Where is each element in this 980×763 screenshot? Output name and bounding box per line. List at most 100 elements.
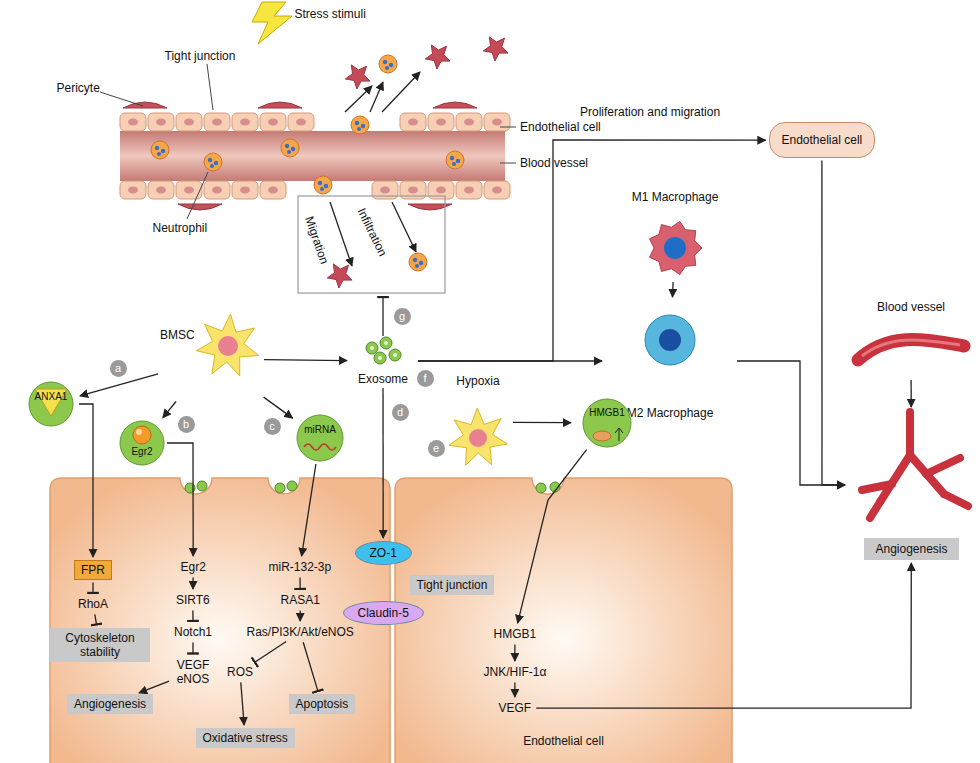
drawing-circle <box>151 141 169 159</box>
endothelial-cell: Endothelial cell <box>769 122 876 158</box>
node-text: Egr2 <box>181 560 206 574</box>
inhibition-connector <box>95 614 97 624</box>
node-text: JNK/HIF-1α <box>484 665 547 679</box>
annotation-label: Stress stimuli <box>295 7 366 21</box>
arrow-connector <box>79 404 93 557</box>
drawing-path <box>483 37 508 61</box>
node-text: HMGB1 <box>574 407 640 419</box>
node-text: Claudin-5 <box>358 606 409 620</box>
drawing-circle <box>208 158 212 162</box>
arrow-connector <box>418 140 766 361</box>
drawing-line <box>500 163 516 164</box>
edge-label: Proliferation and migration <box>578 105 722 119</box>
drawing-ellipse <box>268 119 278 126</box>
drawing-circle <box>29 382 73 426</box>
drawing-path <box>449 408 508 465</box>
drawing-path <box>926 458 960 474</box>
pathway-text: HMGB1 <box>491 626 540 642</box>
drawing-circle <box>450 156 454 160</box>
illustration <box>574 398 640 448</box>
arrow-connector <box>910 380 911 407</box>
pathway-text: RhoA <box>75 596 111 612</box>
arrow-connector <box>737 361 845 485</box>
outcome-box: Tight junction <box>410 575 495 595</box>
drawing-path <box>123 102 167 108</box>
drawing-ellipse <box>268 187 278 194</box>
drawing-ellipse <box>240 119 250 126</box>
node-text: ZO-1 <box>370 546 397 560</box>
callout-letter: a <box>110 360 127 377</box>
drawing-line <box>392 202 416 252</box>
drawing-rect <box>260 113 286 131</box>
arrow-connector <box>139 681 169 693</box>
drawing-circle <box>133 426 151 444</box>
drawing-path <box>944 494 968 506</box>
arrow-connector <box>514 682 515 697</box>
arrow-connector <box>163 402 176 418</box>
drawing-rect <box>232 181 258 199</box>
drawing-circle <box>413 258 417 262</box>
drawing-rect <box>298 196 445 293</box>
drawing-ellipse <box>464 187 474 194</box>
callout-letter: c <box>264 418 281 435</box>
drawing-circle <box>409 253 427 271</box>
callout-letter: b <box>178 416 195 433</box>
drawing-ellipse <box>464 119 474 126</box>
drawing-circle <box>664 237 686 259</box>
arrow-connector <box>382 388 384 538</box>
annotation-label: Neutrophil <box>153 221 208 235</box>
node-text: Tight junction <box>417 578 488 592</box>
drawing-circle <box>361 124 365 128</box>
drawing-rect <box>204 181 230 199</box>
exosome-bubble: ANXA1 <box>25 380 77 428</box>
drawing-rect <box>176 181 202 199</box>
node-text: Angiogenesis <box>74 697 146 711</box>
drawing-rect <box>148 113 174 131</box>
callout-letter: f <box>417 370 434 387</box>
m2-macrophage: M2 Macrophage <box>605 300 735 422</box>
drawing-ellipse <box>128 119 138 126</box>
drawing-circle <box>389 349 401 361</box>
pathway-text: RASA1 <box>278 592 323 608</box>
drawing-circle <box>214 161 218 165</box>
arrow-connector <box>513 422 571 424</box>
drawing-rect <box>232 113 258 131</box>
drawing-circle <box>204 153 222 171</box>
drawing-rect <box>260 181 286 199</box>
m1-macrophage: M1 Macrophage <box>610 190 740 280</box>
drawing-line <box>382 297 383 336</box>
node-text: Endothelial cell <box>782 133 863 147</box>
node-text: VEGF eNOS <box>174 658 212 687</box>
annotation-label: Blood vessel <box>520 156 588 170</box>
pathway-text: ROS <box>224 664 256 680</box>
drawing-path <box>862 484 892 490</box>
drawing-ellipse <box>436 187 446 194</box>
drawing-circle <box>366 342 378 354</box>
drawing-circle <box>285 144 289 148</box>
illustration <box>295 414 345 462</box>
pathway-text: VEGF eNOS <box>171 657 215 688</box>
drawing-g <box>185 481 560 493</box>
drawing-circle <box>210 164 214 168</box>
drawing-rect <box>484 113 510 131</box>
exosome-bubble: miRNA <box>295 414 345 462</box>
annotation-label: Infiltration <box>354 206 390 259</box>
node-text: FPR <box>81 563 105 577</box>
outcome-box: Oxidative stress <box>196 728 295 748</box>
blood-vessel: Blood vessel <box>850 300 972 378</box>
annotation-label: Pericyte <box>57 81 100 95</box>
drawing-circle <box>314 176 332 194</box>
pathway-text: Egr2 <box>178 559 209 575</box>
drawing-line <box>370 82 383 112</box>
drawing-circle <box>659 329 681 351</box>
node-text: Blood vessel <box>850 300 972 314</box>
outcome-box: Angiogenesis <box>67 694 153 714</box>
drawing-circle <box>452 162 456 166</box>
drawing-circle <box>287 150 291 154</box>
drawing-circle <box>351 116 369 134</box>
angiogenesis: Angiogenesis <box>848 410 975 560</box>
drawing-circle <box>645 315 695 365</box>
drawing-circle <box>355 121 359 125</box>
arrow-connector <box>672 282 674 297</box>
arrow-connector <box>822 160 845 485</box>
